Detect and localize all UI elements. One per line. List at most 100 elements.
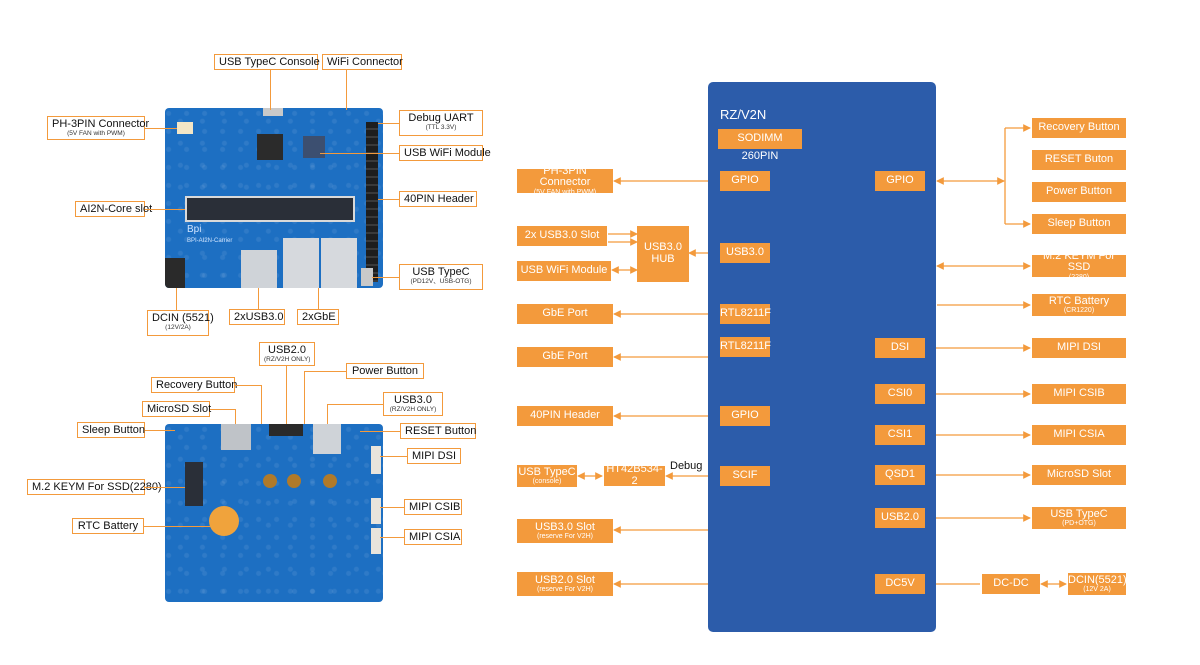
- pin-csi0: CSI0: [875, 384, 925, 404]
- lead-ai2n-core-slot: [145, 209, 185, 210]
- lead-usb20: [286, 366, 287, 424]
- lead-40pin-header: [378, 199, 399, 200]
- box-mipi-dsi: MIPI DSI: [1032, 338, 1126, 358]
- callout-ph3pin-text: PH-3PIN Connector: [52, 118, 150, 130]
- callout-debug-uart-sub: (TTL 3.3V): [425, 123, 457, 131]
- lead-microsd-slot: [210, 409, 235, 410]
- callout-usb20: USB2.0(RZ/V2H ONLY): [259, 342, 315, 366]
- box-m2-keym-label: M.2 KEYM For SSD: [1042, 249, 1116, 274]
- rj45-port-1: [283, 238, 319, 288]
- lead-power-button-v: [304, 371, 305, 424]
- usb-typec-power-port: [361, 268, 373, 286]
- lead-debug-uart: [378, 123, 399, 124]
- board-bottom-photo: [165, 424, 383, 602]
- callout-usb30-sub: (RZ/V2H ONLY): [389, 405, 437, 413]
- lead-mipi-csib: [380, 507, 404, 508]
- callout-usb30: USB3.0(RZ/V2H ONLY): [383, 392, 443, 416]
- pin-rtl8211f-1: RTL8211F: [720, 304, 771, 324]
- callout-usb30-text: USB3.0: [394, 394, 432, 406]
- callout-40pin-header: 40PIN Header: [399, 191, 477, 207]
- lead-recovery-button: [235, 385, 261, 386]
- box-mipi-csib: MIPI CSIB: [1032, 384, 1126, 404]
- box-usb-typec-console: USB TypeC(console): [517, 465, 577, 487]
- box-usb30-slot: USB3.0 Slot(reserve For V2H): [517, 519, 613, 543]
- box-microsd-slot: MicroSD Slot: [1032, 465, 1126, 485]
- callout-2xusb30: 2xUSB3.0: [229, 309, 285, 325]
- lead-mipi-csia: [380, 537, 404, 538]
- callout-microsd-slot: MicroSD Slot: [142, 401, 212, 417]
- box-dcin: DCIN(5521)(12V 2A): [1068, 573, 1127, 595]
- box-ht42b534: HT42B534-2: [604, 464, 665, 487]
- box-40pin-header: 40PIN Header: [517, 406, 613, 426]
- box-mipi-csia: MIPI CSIA: [1032, 425, 1126, 445]
- box-2x-usb30-slot: 2x USB3.0 Slot: [517, 226, 607, 246]
- box-rtc-battery-label: RTC Battery: [1048, 294, 1110, 307]
- lead-usb-typec-console: [270, 70, 271, 110]
- box-microsd-slot-label: MicroSD Slot: [1046, 468, 1112, 481]
- box-sleep-button-label: Sleep Button: [1047, 217, 1111, 230]
- pin-sodimm: SODIMM 260PIN: [718, 129, 802, 162]
- pin-qsd1: QSD1: [875, 465, 925, 485]
- callout-sleep-button: Sleep Button: [77, 422, 145, 438]
- lead-rtc-battery: [144, 526, 210, 527]
- box-40pin-header-label: 40PIN Header: [530, 409, 600, 422]
- mount-hole-3: [323, 474, 337, 488]
- dc-jack: [165, 258, 185, 288]
- pin-dc5v: DC5V: [875, 574, 925, 594]
- pin-usb30: USB3.0: [720, 243, 770, 263]
- callout-mipi-dsi: MIPI DSI: [407, 448, 461, 464]
- callout-usb-typec-sub: (PD12V、USB-OTG): [410, 277, 472, 285]
- callout-microsd-slot-text: MicroSD Slot: [147, 403, 212, 415]
- box-dcin-sub: (12V 2A): [1083, 586, 1111, 594]
- box-usb-typec: USB TypeC(PD+OTG): [1032, 507, 1126, 529]
- callout-power-button: Power Button: [346, 363, 424, 379]
- pin-csi1: CSI1: [875, 425, 925, 445]
- callout-mipi-dsi-text: MIPI DSI: [412, 450, 457, 462]
- pin-rtl8211f-2: RTL8211F: [720, 337, 771, 357]
- box-mipi-dsi-label: MIPI DSI: [1056, 341, 1101, 354]
- box-reset-button: RESET Buton: [1032, 150, 1126, 170]
- lead-ph3pin: [145, 128, 177, 129]
- usb-typec-console-port: [263, 108, 283, 116]
- callout-2xusb30-text: 2xUSB3.0: [234, 311, 284, 323]
- lead-2xusb30: [258, 288, 259, 309]
- pin-dsi: DSI: [875, 338, 925, 358]
- lead-2xgbe: [318, 288, 319, 309]
- box-ph3pin: PH-3PIN Connector(5V FAN with PWM): [517, 165, 613, 196]
- lead-dcin: [176, 288, 177, 310]
- gpio-header: [366, 122, 378, 282]
- pin-usb20: USB2.0: [875, 508, 925, 528]
- box-recovery-button: Recovery Button: [1032, 118, 1126, 138]
- board-top-photo: Bpi BPI-AI2N-Carrier: [165, 108, 383, 288]
- lead-sleep-button: [145, 430, 175, 431]
- callout-dcin: DCIN (5521)(12V/2A): [147, 310, 214, 336]
- callout-2xgbe-text: 2xGbE: [302, 311, 336, 323]
- mipi-csib-connector: [371, 498, 381, 524]
- lead-usb30: [327, 404, 383, 405]
- callout-ph3pin-sub: (5V FAN with PWM): [67, 129, 125, 137]
- callout-rtc-battery-text: RTC Battery: [77, 520, 139, 532]
- callout-40pin-header-text: 40PIN Header: [404, 193, 474, 205]
- box-dcdc: DC-DC: [982, 574, 1040, 594]
- box-rtc-battery: RTC Battery(CR1220): [1032, 294, 1126, 316]
- box-rtc-battery-sub: (CR1220): [1063, 307, 1095, 315]
- silk-brand: Bpi: [187, 224, 202, 235]
- callout-reset-button: RESET Button: [400, 423, 476, 439]
- callout-dcin-sub: (12V/2A): [165, 323, 191, 331]
- callout-mipi-csib-text: MIPI CSIB: [409, 501, 461, 513]
- callout-usb-typec-console-text: USB TypeC Console: [219, 56, 320, 68]
- callout-ph3pin: PH-3PIN Connector(5V FAN with PWM): [47, 116, 149, 140]
- mipi-csia-connector: [371, 528, 381, 554]
- callout-recovery-button: Recovery Button: [151, 377, 238, 393]
- callout-usb20-sub: (RZ/V2H ONLY): [264, 355, 311, 363]
- callout-usb-typec-text: USB TypeC: [412, 266, 470, 278]
- silk-model: BPI-AI2N-Carrier: [187, 238, 233, 244]
- box-gbe-port-1-label: GbE Port: [542, 307, 588, 320]
- lead-wifi-connector: [346, 70, 347, 110]
- usb30-port: [313, 424, 341, 454]
- callout-ai2n-core-slot: AI2N-Core slot: [75, 201, 152, 217]
- box-usb-typec-label: USB TypeC: [1050, 507, 1108, 520]
- box-usb30-hub: USB3.0 HUB: [637, 226, 689, 282]
- callout-recovery-button-text: Recovery Button: [156, 379, 238, 391]
